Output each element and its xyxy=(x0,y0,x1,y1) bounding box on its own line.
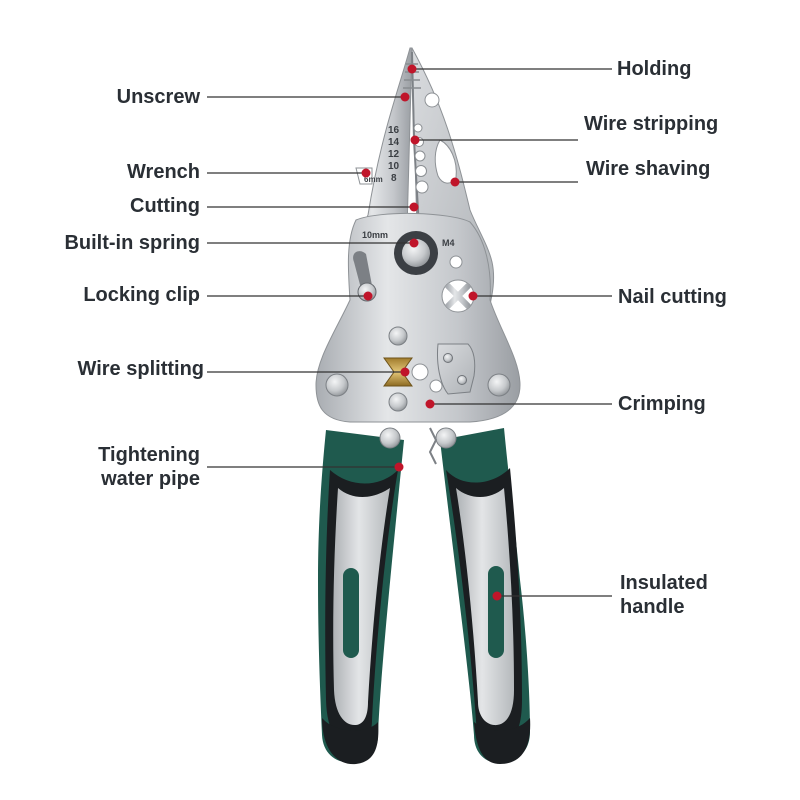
dot-insulated-handle xyxy=(492,591,502,601)
label-tightening-line1: Tightening xyxy=(98,444,200,466)
wrench-size-marking: 6mm xyxy=(364,175,383,184)
label-insulated-line1: Insulated xyxy=(620,572,708,594)
dot-crimping xyxy=(425,399,435,409)
dot-tightening-water-pipe xyxy=(394,462,404,472)
label-wire-shaving: Wire shaving xyxy=(586,158,711,180)
label-wire-stripping: Wire stripping xyxy=(584,113,719,135)
label-wire-splitting: Wire splitting xyxy=(77,358,204,380)
label-tightening-line2: water pipe xyxy=(101,468,200,490)
dot-holding xyxy=(407,64,417,74)
label-built-in-spring: Built-in spring xyxy=(64,232,200,254)
right-handle xyxy=(440,428,531,764)
left-handle xyxy=(318,430,404,765)
gauge-8-marking: 8 xyxy=(391,173,397,184)
dot-locking-clip xyxy=(363,291,373,301)
label-unscrew: Unscrew xyxy=(116,86,200,108)
label-holding: Holding xyxy=(617,58,692,80)
dot-built-in-spring xyxy=(409,238,419,248)
dot-wrench xyxy=(361,168,371,178)
tool-engravings: 16 14 12 10 8 6mm 10mm M4 xyxy=(362,125,455,248)
label-insulated-handle: Insulated handle xyxy=(620,571,708,619)
leader-lines xyxy=(207,68,612,597)
label-insulated-line2: handle xyxy=(620,596,685,618)
dot-wire-shaving xyxy=(450,177,460,187)
label-nail-cutting: Nail cutting xyxy=(618,286,727,308)
dot-unscrew xyxy=(400,92,410,102)
label-crimping: Crimping xyxy=(618,393,706,415)
label-cutting: Cutting xyxy=(130,195,200,217)
gauge-14-marking: 14 xyxy=(388,137,400,148)
label-tightening-water-pipe: Tightening water pipe xyxy=(98,443,200,491)
gauge-16-marking: 16 xyxy=(388,125,400,136)
spring-size-marking: 10mm xyxy=(362,230,388,240)
label-locking-clip: Locking clip xyxy=(83,284,200,306)
callout-dots xyxy=(361,64,502,601)
dot-wire-splitting xyxy=(400,367,410,377)
dot-wire-stripping xyxy=(410,135,420,145)
gauge-12-marking: 12 xyxy=(388,149,400,160)
screw-size-marking: M4 xyxy=(442,238,455,248)
label-wrench: Wrench xyxy=(127,161,200,183)
gauge-10-marking: 10 xyxy=(388,161,400,172)
dot-cutting xyxy=(409,202,419,212)
dot-nail-cutting xyxy=(468,291,478,301)
pliers-head xyxy=(315,47,521,465)
